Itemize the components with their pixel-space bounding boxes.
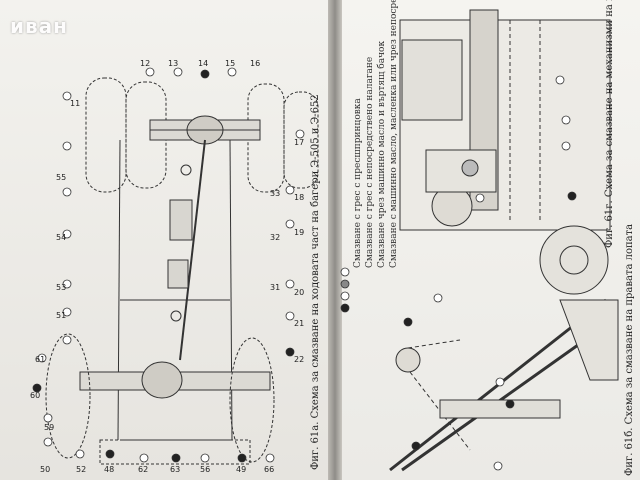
shovel-callouts bbox=[403, 317, 515, 471]
legend-item-1: Смазване с грес с пресшпринцовка bbox=[353, 98, 363, 268]
platform-callouts bbox=[433, 75, 577, 303]
callout-52: 51 bbox=[56, 311, 66, 320]
left-figure-caption: Фиг. 61а. Схема за смазване на ходовата … bbox=[310, 94, 321, 470]
callout-numbers-left: 12 13 14 15 16 11 17 18 19 20 21 22 60 6… bbox=[30, 59, 304, 474]
callout-57: 56 bbox=[200, 465, 210, 474]
callout-62: 61 bbox=[35, 355, 45, 364]
callout-49: 48 bbox=[104, 465, 114, 474]
callout-11: 11 bbox=[70, 99, 80, 108]
callout-15: 15 bbox=[225, 59, 235, 68]
callout-60: 59 bbox=[44, 423, 54, 432]
callout-61: 60 bbox=[30, 391, 40, 400]
frame-rail-right bbox=[229, 139, 233, 441]
callout-63: 62 bbox=[138, 465, 148, 474]
front-wheels bbox=[45, 333, 275, 463]
callout-markers-left bbox=[32, 67, 305, 463]
callout-53: 52 bbox=[76, 465, 86, 474]
chassis-diagram bbox=[45, 77, 319, 465]
callout-32: 32 bbox=[270, 233, 280, 242]
callout-21: 21 bbox=[294, 319, 304, 328]
legend-symbols bbox=[340, 267, 350, 313]
book-spine bbox=[328, 0, 342, 480]
callout-13: 13 bbox=[168, 59, 178, 68]
callout-22: 22 bbox=[294, 355, 304, 364]
right-caption-top-group: Фиг. 61г. Схема за смазване на механизми… bbox=[604, 0, 615, 248]
callout-20: 20 bbox=[294, 288, 304, 297]
front-axle bbox=[79, 361, 271, 399]
right-figure-caption-top: Фиг. 61г. Схема за смазване на механизми… bbox=[604, 0, 615, 248]
callout-55: 54 bbox=[56, 233, 66, 242]
callout-67: 66 bbox=[264, 465, 274, 474]
callout-19: 19 bbox=[294, 228, 304, 237]
callout-31: 31 bbox=[270, 283, 280, 292]
left-page bbox=[0, 0, 330, 480]
left-caption-group: Фиг. 61а. Схема за смазване на ходовата … bbox=[310, 94, 321, 470]
watermark-logo: иван bbox=[10, 14, 68, 38]
callout-12: 12 bbox=[140, 59, 150, 68]
callout-50: 49 bbox=[236, 465, 246, 474]
callout-17: 17 bbox=[294, 138, 304, 147]
callout-16: 16 bbox=[250, 59, 260, 68]
callout-56: 55 bbox=[56, 173, 66, 182]
rear-axle bbox=[149, 115, 261, 145]
right-caption-bottom-group: Фиг. 61б. Схема за смазване на правата л… bbox=[624, 224, 635, 476]
frame-rail-left bbox=[117, 139, 121, 441]
callout-33: 33 bbox=[270, 189, 280, 198]
drive-shaft bbox=[167, 139, 206, 361]
callout-51: 50 bbox=[40, 465, 50, 474]
legend-item-3: Смазване чрез машинно масло и въртящ бач… bbox=[376, 41, 387, 268]
legend-group: Смазване с грес с пресшпринцовка Смазван… bbox=[353, 0, 399, 268]
callout-54: 53 bbox=[56, 283, 66, 292]
right-figure-caption-bottom: Фиг. 61б. Схема за смазване на правата л… bbox=[624, 224, 635, 476]
callout-14: 14 bbox=[198, 59, 208, 68]
legend-item-2: Смазване с грес с непосредствено налаган… bbox=[365, 57, 375, 268]
callout-18: 18 bbox=[294, 193, 304, 202]
legend-item-4: Смазване с машинно масло, масленка или ч… bbox=[389, 0, 399, 268]
callout-64: 63 bbox=[170, 465, 180, 474]
shovel-diagram bbox=[389, 298, 619, 472]
platform-diagram bbox=[399, 9, 611, 295]
